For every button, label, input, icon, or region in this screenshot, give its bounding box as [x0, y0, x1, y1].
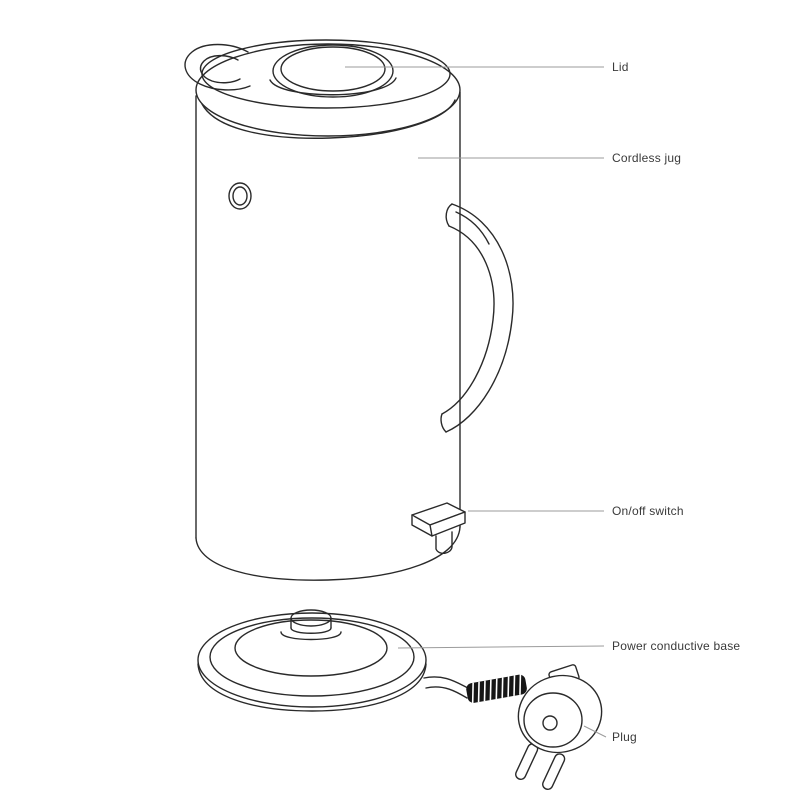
- plug-pin-icon: [515, 743, 539, 780]
- power-cord-drawing: [423, 676, 469, 699]
- label-lid: Lid: [612, 60, 629, 74]
- leader-line-power-base: [397, 645, 605, 649]
- leader-line-plug: [583, 725, 607, 738]
- label-plug: Plug: [612, 730, 637, 744]
- plug-drawing: [423, 664, 603, 790]
- plug-pin-icon: [542, 753, 566, 790]
- label-power-conductive-base: Power conductive base: [612, 639, 741, 653]
- water-indicator-icon: [228, 182, 252, 210]
- lid-drawing: [184, 39, 451, 109]
- power-base-drawing: [197, 609, 427, 712]
- cordless-jug-drawing: [195, 43, 514, 581]
- jug-handle-drawing: [440, 203, 514, 433]
- label-cordless-jug: Cordless jug: [612, 151, 682, 165]
- cord-coil-drawing: [466, 674, 527, 704]
- on-off-switch-drawing: [411, 502, 466, 554]
- label-on-off-switch: On/off switch: [612, 504, 684, 518]
